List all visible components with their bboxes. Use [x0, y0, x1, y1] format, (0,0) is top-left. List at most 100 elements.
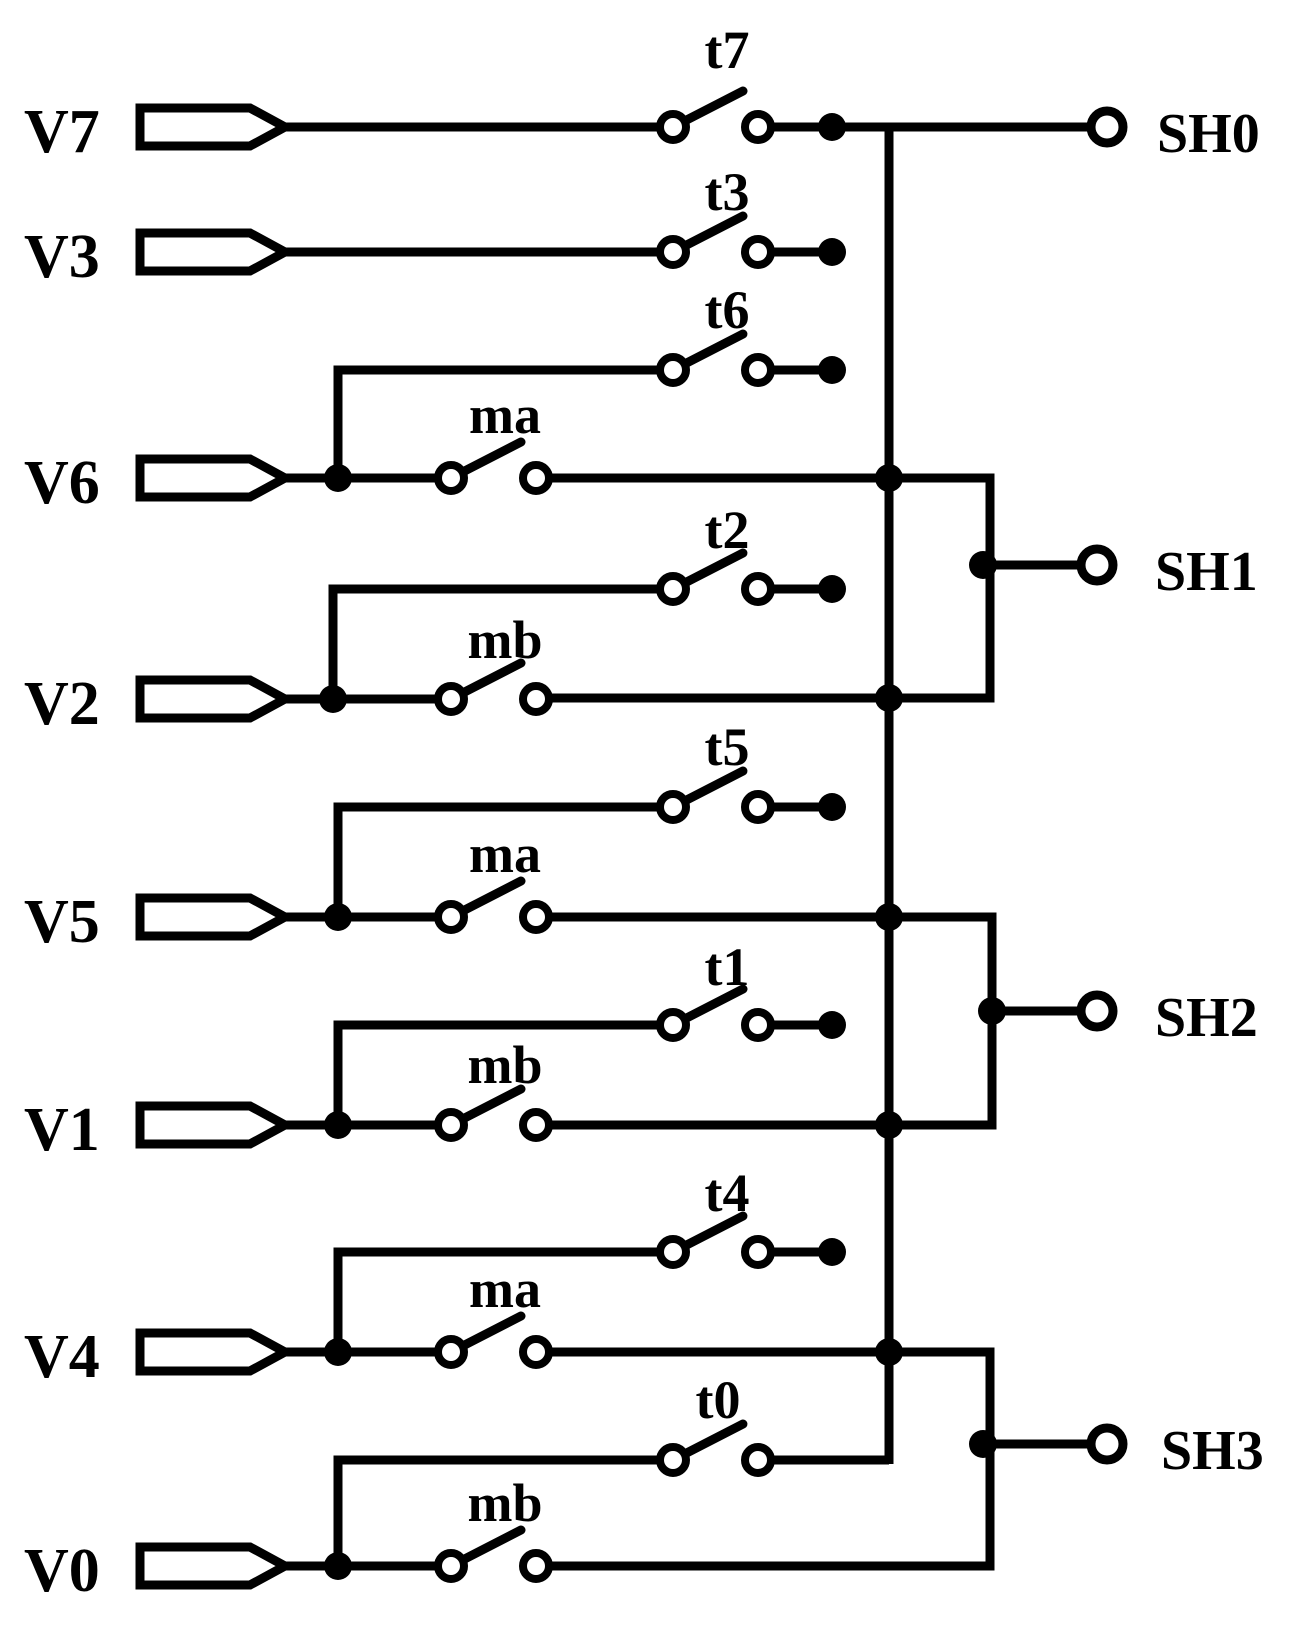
switch-contact-in: [434, 1549, 468, 1583]
switch-label-t6: t6: [705, 280, 750, 340]
output-terminals: [1076, 106, 1128, 1465]
junction-dots: [319, 113, 1006, 1580]
switch-contact-in: [656, 790, 690, 824]
wire-ma1-out: [550, 473, 995, 703]
junction-dot: [324, 903, 352, 931]
junction-dot: [324, 1111, 352, 1139]
junction-dot: [818, 238, 846, 266]
wires: [285, 122, 1090, 1571]
input-port-v0: [135, 1542, 295, 1590]
switch-t2: [656, 548, 775, 606]
switch-label-ma-2: ma: [469, 824, 541, 884]
junction-dot: [875, 1338, 903, 1366]
output-label-sh2: SH2: [1155, 987, 1258, 1049]
input-port-v7: [135, 103, 295, 151]
switch-contact-out: [741, 1235, 775, 1269]
junction-dot: [875, 903, 903, 931]
junction-dot: [969, 551, 997, 579]
switch-t6: [656, 329, 775, 387]
switch-mb2: [434, 1084, 553, 1142]
junction-dot: [818, 1238, 846, 1266]
junction-dot: [818, 113, 846, 141]
switch-contact-out: [741, 1443, 775, 1477]
switch-t5: [656, 766, 775, 824]
switch-contact-in: [656, 1008, 690, 1042]
input-label-v7: V7: [24, 98, 100, 166]
input-label-v6: V6: [24, 449, 100, 517]
switch-t0: [656, 1419, 775, 1477]
wire-t0: [333, 1455, 673, 1566]
input-ports: [135, 103, 295, 1590]
sh2-terminal-circle: [1076, 990, 1118, 1032]
wire-t6: [333, 365, 673, 472]
input-port-v6: [135, 454, 295, 502]
input-port-v3: [135, 228, 295, 276]
switch-contact-out: [741, 235, 775, 269]
switch-label-t4: t4: [705, 1163, 750, 1223]
switch-label-t1: t1: [705, 937, 750, 997]
switch-label-t5: t5: [705, 717, 750, 777]
junction-dot: [324, 464, 352, 492]
junction-dot: [818, 1011, 846, 1039]
input-label-v2: V2: [24, 670, 100, 738]
output-label-sh1: SH1: [1155, 541, 1258, 603]
input-label-v1: V1: [24, 1096, 100, 1164]
switch-contact-in: [434, 1335, 468, 1369]
junction-dot: [875, 1111, 903, 1139]
switch-label-ma-1: ma: [469, 385, 541, 445]
junction-dot: [818, 356, 846, 384]
switch-contact-in: [656, 353, 690, 387]
switch-t3: [656, 211, 775, 269]
switch-contact-out: [519, 900, 553, 934]
input-labels: V7 V3 V6 V2 V5 V1 V4 V0: [24, 98, 100, 1605]
switch-mb3: [434, 1525, 553, 1583]
sh0-terminal-circle: [1086, 106, 1128, 148]
switch-label-mb-3: mb: [467, 1473, 542, 1533]
junction-dot: [875, 684, 903, 712]
switch-contact-in: [434, 1108, 468, 1142]
wire-t5: [333, 802, 673, 912]
switch-label-t7: t7: [705, 20, 750, 80]
junction-dot: [818, 575, 846, 603]
switch-contact-out: [519, 682, 553, 716]
switch-contact-out: [741, 790, 775, 824]
input-label-v0: V0: [24, 1537, 100, 1605]
switch-contact-in: [434, 682, 468, 716]
switches: [434, 86, 775, 1583]
switch-ma3: [434, 1311, 553, 1369]
switch-label-ma-3: ma: [469, 1259, 541, 1319]
output-labels: SH0 SH1 SH2 SH3: [1155, 103, 1264, 1482]
switch-contact-in: [656, 1443, 690, 1477]
switch-mb1: [434, 658, 553, 716]
input-label-v3: V3: [24, 223, 100, 291]
switch-ma2: [434, 876, 553, 934]
switch-label-mb-1: mb: [467, 610, 542, 670]
switch-contact-out: [519, 1549, 553, 1583]
switch-contact-out: [741, 1008, 775, 1042]
switch-contact-in: [656, 572, 690, 606]
switch-t1: [656, 984, 775, 1042]
junction-dot: [978, 997, 1006, 1025]
switch-contact-out: [519, 1335, 553, 1369]
switch-contact-out: [519, 1108, 553, 1142]
wire-t2: [328, 584, 673, 693]
junction-dot: [818, 793, 846, 821]
output-label-sh0: SH0: [1157, 103, 1260, 165]
switch-label-t3: t3: [705, 162, 750, 222]
input-label-v5: V5: [24, 888, 100, 956]
junction-dot: [324, 1338, 352, 1366]
junction-dot: [319, 685, 347, 713]
switch-contact-in: [434, 900, 468, 934]
switch-labels: t7 t3 t6 ma t2 mb t5 ma t1 mb t4 ma t0 m…: [467, 20, 749, 1533]
input-port-v1: [135, 1101, 295, 1149]
switch-label-t2: t2: [705, 500, 750, 560]
switch-label-mb-2: mb: [467, 1035, 542, 1095]
input-label-v4: V4: [24, 1323, 100, 1391]
sh1-terminal-circle: [1076, 544, 1118, 586]
switch-contact-out: [741, 110, 775, 144]
input-port-v5: [135, 893, 295, 941]
sh3-terminal-circle: [1086, 1423, 1128, 1465]
switch-contact-out: [741, 572, 775, 606]
wire-t1: [333, 1020, 673, 1120]
